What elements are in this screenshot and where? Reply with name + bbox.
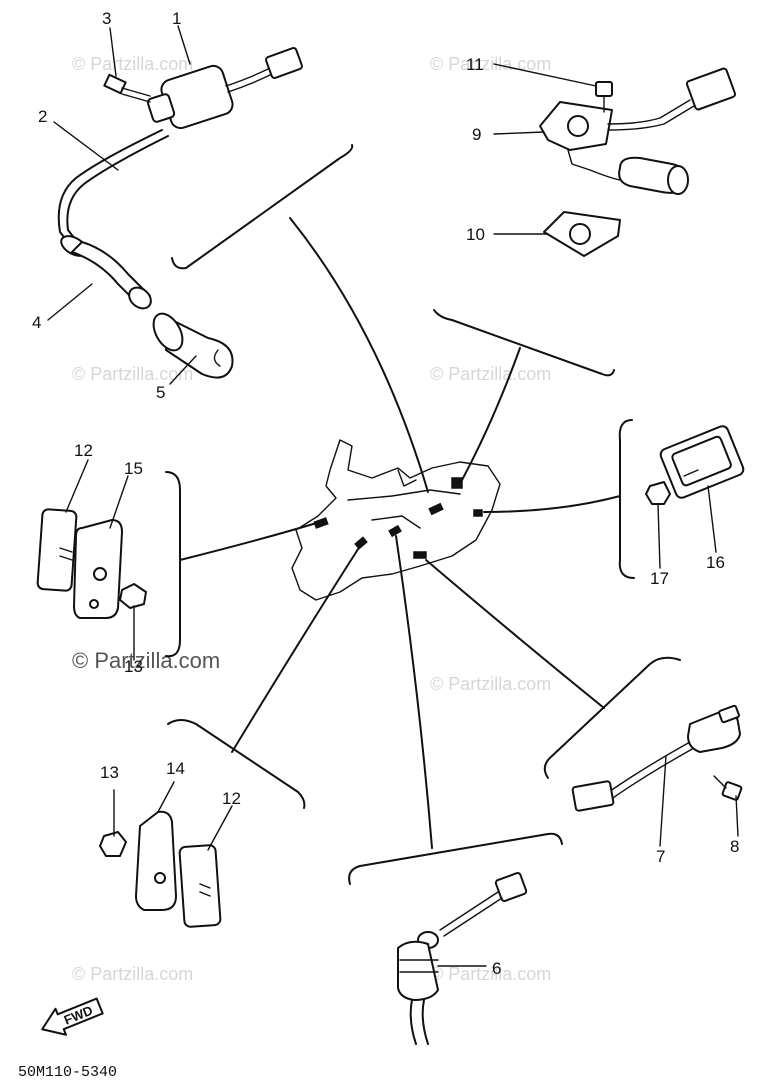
switch-6	[397, 940, 439, 1001]
watermark-primary: © Partzilla.com	[72, 648, 220, 673]
watermarks: © Partzilla.com © Partzilla.com © Partzi…	[72, 54, 551, 984]
callout-6: 6	[492, 959, 501, 978]
fuel-sender-assembly	[539, 67, 737, 257]
nut-17	[645, 481, 671, 505]
callout-9: 9	[472, 125, 481, 144]
watermark-6: © Partzilla.com	[72, 964, 193, 984]
reflector-14	[135, 810, 177, 911]
callout-leaders	[47, 25, 739, 967]
switch-connector	[494, 872, 528, 902]
callout-2: 2	[38, 107, 47, 126]
callout-12-lower: 12	[222, 789, 241, 808]
callout-12-upper: 12	[74, 441, 93, 460]
callout-10: 10	[466, 225, 485, 244]
sensor-connector	[571, 780, 615, 812]
callout-3: 3	[102, 9, 111, 28]
fwd-arrow: FWD	[41, 997, 104, 1036]
callout-17: 17	[650, 569, 669, 588]
callout-14: 14	[166, 759, 185, 778]
callout-1: 1	[172, 9, 181, 28]
sender-connector	[685, 67, 737, 111]
switch-assembly	[397, 872, 528, 1045]
lower-left-reflector-group	[99, 810, 222, 928]
group-brackets	[165, 144, 681, 885]
ignition-coil-assembly	[57, 47, 303, 379]
callout-4: 4	[32, 313, 41, 332]
bolt-8	[721, 781, 743, 801]
callout-13-lower: 13	[100, 763, 119, 782]
watermark-5: © Partzilla.com	[430, 674, 551, 694]
sensor-assembly	[571, 704, 743, 812]
diagram-code: 50M110-5340	[18, 1064, 117, 1081]
watermark-1: © Partzilla.com	[72, 54, 193, 74]
callout-15: 15	[124, 459, 143, 478]
callout-13-upper: 13	[124, 657, 143, 676]
nut-13-upper	[119, 583, 147, 609]
watermark-2: © Partzilla.com	[430, 54, 551, 74]
right-reflector-group	[645, 425, 745, 505]
screw-11	[595, 81, 613, 97]
callout-labels: 1 2 3 4 5 6 7 8 9 10 11 12 12 13 13 14 1…	[32, 9, 739, 978]
coil-connector	[265, 47, 303, 79]
nut-13-lower	[99, 831, 127, 857]
callout-5: 5	[156, 383, 165, 402]
watermark-7: © Partzilla.com	[430, 964, 551, 984]
reflector-12-lower	[178, 844, 222, 928]
frame-silhouette	[291, 439, 501, 601]
bolt-3	[103, 73, 127, 95]
watermark-3: © Partzilla.com	[72, 364, 193, 384]
left-reflector-group	[36, 508, 147, 619]
reflector-12-upper	[36, 508, 78, 592]
watermark-4: © Partzilla.com	[430, 364, 551, 384]
callout-8: 8	[730, 837, 739, 856]
callout-7: 7	[656, 847, 665, 866]
callout-11: 11	[466, 55, 484, 74]
callout-16: 16	[706, 553, 725, 572]
